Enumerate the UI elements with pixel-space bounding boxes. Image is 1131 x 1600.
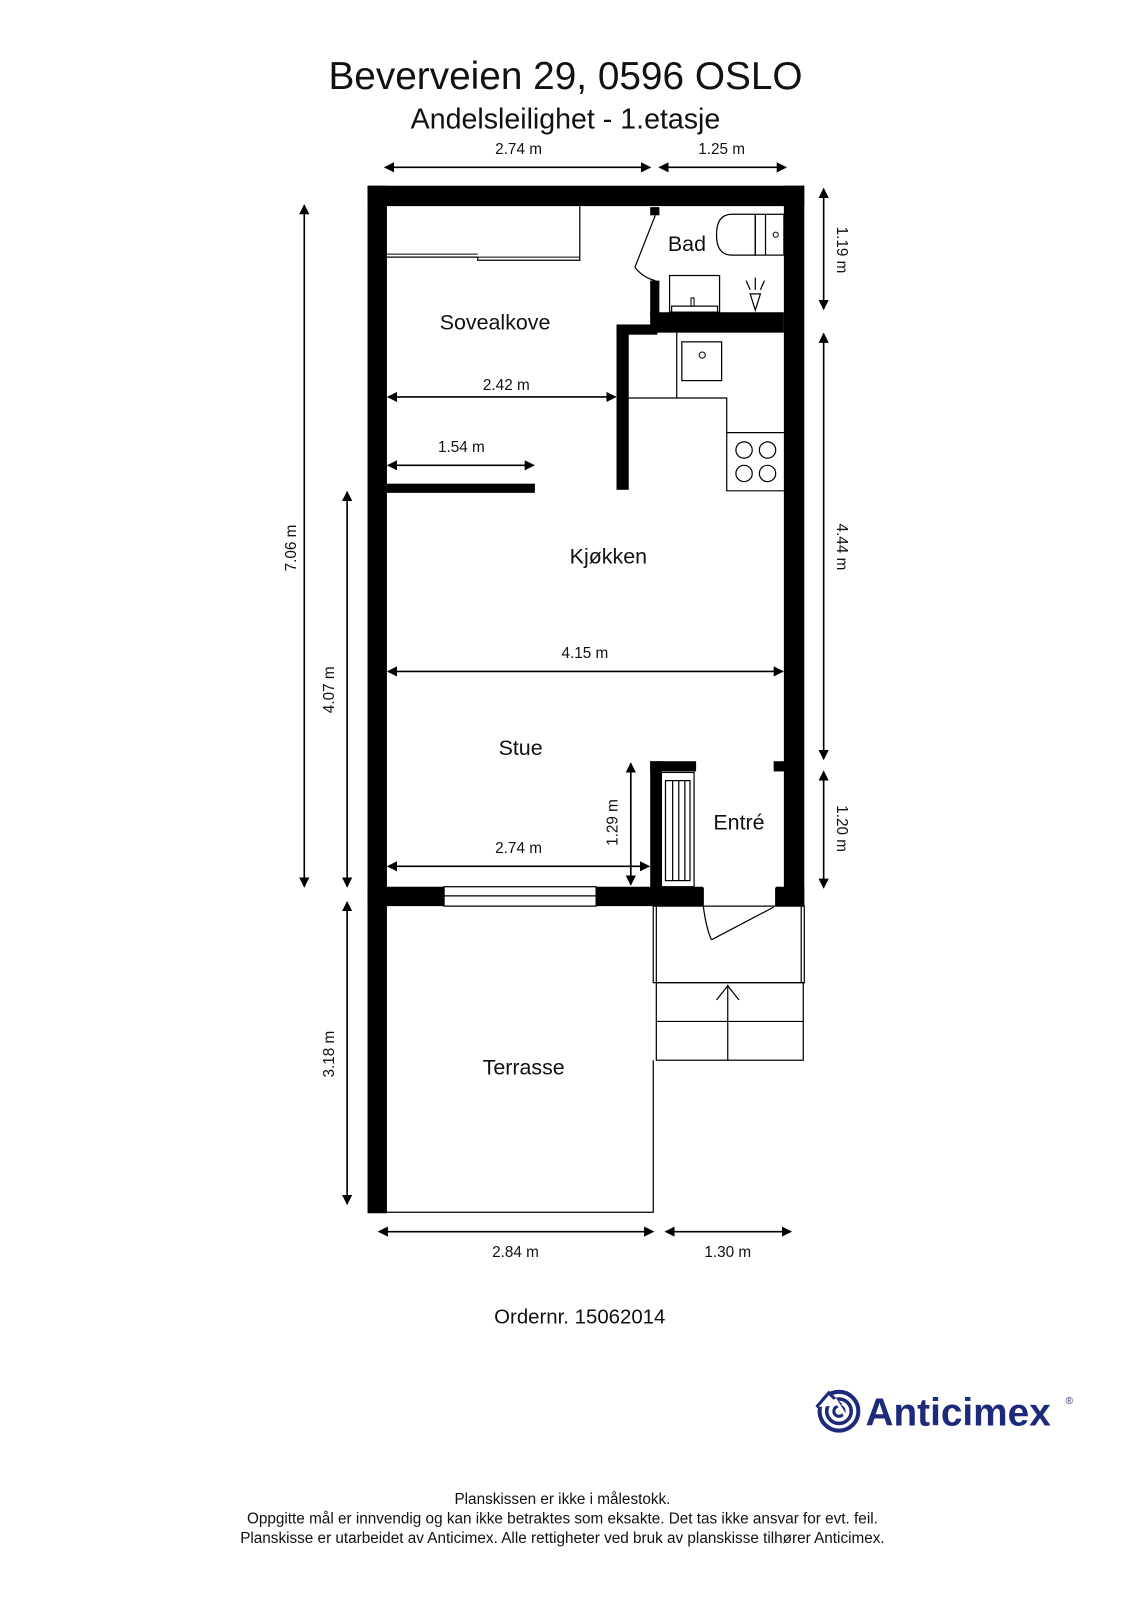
dim-right-kitchen: 4.44 m bbox=[833, 524, 850, 571]
window bbox=[443, 886, 597, 907]
room-label-bad: Bad bbox=[668, 232, 706, 256]
entry-door bbox=[702, 887, 777, 941]
dim-stue-width: 2.74 m bbox=[495, 840, 542, 857]
dim-stue-depth: 1.29 m bbox=[605, 799, 622, 846]
stairs bbox=[655, 982, 804, 1061]
anticimex-logo: Anticimex ® bbox=[815, 1389, 1074, 1435]
walls bbox=[367, 185, 805, 1214]
room-label-kjokken: Kjøkken bbox=[570, 544, 647, 568]
bathroom-sink-icon bbox=[668, 274, 721, 313]
footer-line-3: Planskisse er utarbeidet av Anticimex. A… bbox=[240, 1530, 884, 1547]
anticimex-logo-text: Anticimex bbox=[866, 1392, 1052, 1435]
dim-right-bad: 1.19 m bbox=[833, 227, 850, 274]
dim-right-entre: 1.20 m bbox=[833, 805, 850, 852]
stove-icon bbox=[735, 441, 777, 483]
footer-line-2: Oppgitte mål er innvendig og kan ikke be… bbox=[247, 1510, 878, 1527]
toilet-icon bbox=[715, 213, 785, 256]
order-number: Ordernr. 15062014 bbox=[494, 1306, 665, 1328]
dim-bottom-left: 2.84 m bbox=[492, 1244, 539, 1261]
kitchen-counter bbox=[628, 332, 784, 492]
registered-mark: ® bbox=[1066, 1396, 1074, 1407]
room-label-terrasse: Terrasse bbox=[483, 1055, 565, 1079]
room-label-entre: Entré bbox=[713, 811, 764, 835]
room-label-sovealkove: Sovealkove bbox=[440, 311, 551, 335]
plan-subtitle: Andelsleilighet - 1.etasje bbox=[411, 104, 721, 136]
shower-icon bbox=[745, 277, 766, 313]
entry-landing bbox=[652, 905, 805, 984]
room-label-stue: Stue bbox=[499, 736, 543, 760]
dim-bottom-right: 1.30 m bbox=[704, 1244, 751, 1261]
plan-title: Beverveien 29, 0596 OSLO bbox=[328, 55, 802, 98]
dim-top-right: 1.25 m bbox=[698, 141, 745, 158]
dim-kitchen-width: 4.15 m bbox=[562, 645, 609, 662]
dim-partition-width: 1.54 m bbox=[438, 439, 485, 456]
dim-sovealkove-width: 2.42 m bbox=[483, 377, 530, 394]
footer-line-1: Planskissen er ikke i målestokk. bbox=[454, 1491, 670, 1508]
dim-left-terrasse: 3.18 m bbox=[321, 1031, 338, 1078]
bathroom-door bbox=[634, 215, 656, 282]
terrace-outline bbox=[386, 1060, 654, 1213]
dim-left-stue: 4.07 m bbox=[321, 666, 338, 713]
wardrobe bbox=[386, 206, 581, 261]
dim-top-left: 2.74 m bbox=[495, 141, 542, 158]
anticimex-logo-icon bbox=[815, 1389, 861, 1433]
kitchen-sink-icon bbox=[681, 341, 723, 382]
shoe-rack bbox=[660, 771, 695, 888]
dim-left-total: 7.06 m bbox=[283, 525, 300, 572]
